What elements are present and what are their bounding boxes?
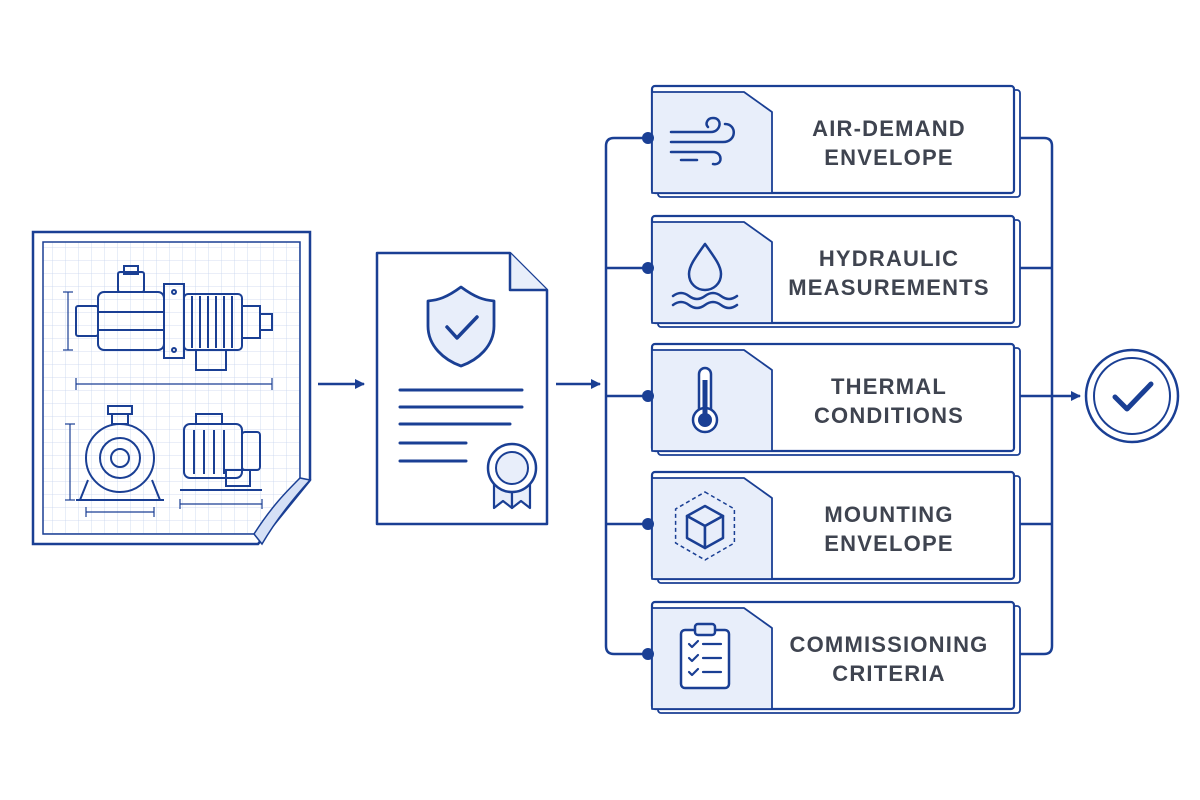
card-label-line2: ENVELOPE	[824, 531, 953, 556]
requirement-cards: AIR-DEMAND ENVELOPE HYDRAULIC MEASUREMENTS T…	[642, 84, 1021, 714]
thermometer-icon	[691, 366, 719, 434]
cube-icon	[674, 491, 736, 561]
connector-dot	[642, 262, 654, 274]
card-label-line2: CRITERIA	[832, 661, 946, 686]
pump-blueprint-icon	[63, 265, 273, 517]
connector-dot	[642, 132, 654, 144]
seal-ribbon-icon	[486, 442, 538, 510]
wind-icon	[669, 116, 735, 166]
card-mounting: MOUNTING ENVELOPE	[642, 470, 1021, 584]
card-label-line2: CONDITIONS	[814, 403, 964, 428]
document-text-lines	[398, 388, 524, 463]
card-thermal: THERMAL CONDITIONS	[642, 342, 1021, 456]
connector-dot	[642, 390, 654, 402]
water-drop-icon	[671, 242, 739, 310]
card-label-line2: ENVELOPE	[824, 145, 953, 170]
certificate-document	[375, 251, 549, 526]
connector-dot	[642, 518, 654, 530]
blueprint-document	[31, 230, 312, 546]
card-label-line1: MOUNTING	[824, 502, 953, 527]
card-commissioning: COMMISSIONING CRITERIA	[642, 600, 1021, 714]
clipboard-checklist-icon	[679, 622, 731, 690]
shield-check-certificate-icon	[426, 285, 496, 368]
connector-dot	[642, 648, 654, 660]
card-label-line2: MEASUREMENTS	[788, 275, 989, 300]
card-hydraulic: HYDRAULIC MEASUREMENTS	[642, 214, 1021, 328]
check-circle-icon	[1084, 348, 1180, 444]
card-label-line1: HYDRAULIC	[819, 246, 959, 271]
card-label-line1: AIR-DEMAND	[812, 116, 966, 141]
card-air-demand: AIR-DEMAND ENVELOPE	[642, 84, 1021, 198]
card-label-line1: COMMISSIONING	[790, 632, 989, 657]
card-label-line1: THERMAL	[831, 374, 947, 399]
